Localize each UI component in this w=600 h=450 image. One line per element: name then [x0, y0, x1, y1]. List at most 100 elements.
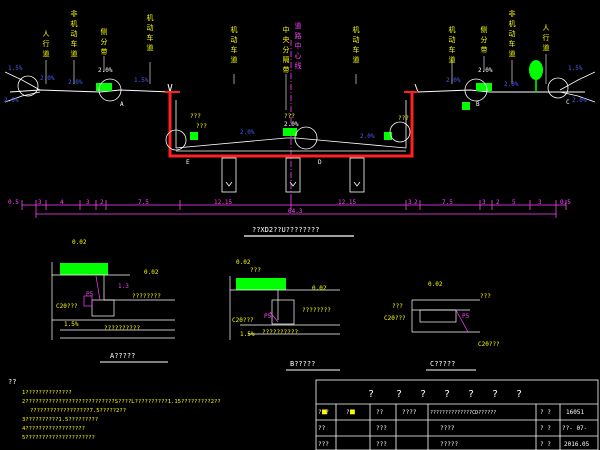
tb-r2c1: ??	[318, 425, 326, 432]
detail-a-dim-2: 0.02	[144, 269, 159, 276]
title-block: ? ? ? ? ? ? ? ??? ?? ?? ???? ???????????…	[315, 379, 599, 450]
top-label-left-carriage: 机动车道	[146, 13, 154, 54]
tb-r2c2: ???	[376, 425, 387, 432]
callout-e-label: E	[186, 159, 190, 166]
dim-seg-2: 3	[86, 199, 90, 206]
notes-line-5: 4??????????????????	[22, 426, 85, 432]
tb-r1c7: 16051	[566, 409, 584, 416]
tb-r3c1: ???	[318, 441, 329, 448]
callout-circle-d	[294, 126, 318, 150]
dim-seg-0: 3	[38, 199, 42, 206]
tb-r3c5: 2016.05	[564, 441, 590, 448]
detail-a-title: A?????	[110, 352, 135, 360]
detail-a-label-3: ??????????	[104, 325, 141, 332]
detail-b-label-3: ??????????	[262, 329, 299, 336]
detail-a-label-5: 1.3	[118, 283, 129, 290]
detail-a-label-6: P5	[86, 291, 94, 298]
tb-r1c5: ??????????????CD??????	[430, 410, 496, 416]
slope-right-carriage: 2.0%	[446, 77, 461, 84]
detail-b-label-6: P5	[264, 313, 272, 320]
top-label-right-lane: 机动车道	[352, 25, 360, 66]
dim-seg-4: 7.5	[138, 199, 149, 206]
notes-line-2: 2???????????????????????????S????L??????…	[22, 399, 221, 405]
median-grass	[96, 83, 492, 140]
bridge-deck-u-section	[168, 92, 414, 158]
top-label-left-sidewalk: 人行道	[42, 30, 50, 60]
tb-header-mark-5: ?	[468, 389, 474, 400]
detail-b-label-4: 1.5%	[240, 331, 255, 338]
tb-r3c2: ???	[376, 441, 387, 448]
dim-total: 64.3	[288, 208, 303, 215]
slope-left-green: 2.0%	[98, 67, 113, 74]
slope-right-green: 2.0%	[478, 67, 493, 74]
detail-c-title: C?????	[430, 360, 455, 368]
detail-a-label-2: ????????	[132, 293, 161, 300]
callout-circle-a	[98, 78, 122, 102]
slope-left-sidewalk: 2.0%	[40, 75, 55, 82]
tb-r3c3: ?????	[440, 441, 458, 448]
dim-seg-1: 4	[60, 199, 64, 206]
tb-header-mark-6: ?	[492, 389, 498, 400]
tb-header-mark-7: ?	[516, 389, 522, 400]
tb-header-mark-2: ?	[396, 389, 402, 400]
detail-b-label-5: ???	[250, 267, 261, 274]
slope-center-left: 2.0%	[240, 129, 255, 136]
callout-a-label: A	[120, 101, 124, 108]
svg-text:■: ■	[350, 407, 355, 416]
dim-seg-7: 3	[408, 199, 412, 206]
detail-c: 0.02 ??? ??? C20??? C20??? P5 C?????	[384, 281, 500, 371]
notes: ?? 1?????????????? 2????????????????????…	[8, 378, 221, 441]
notes-line-6: 5?????????????????????	[22, 435, 95, 441]
slope-left-bike: 2.0%	[68, 79, 83, 86]
dim-seg-12: 5	[512, 199, 516, 206]
dimension-row	[21, 200, 567, 218]
slope-center-top: 2.0%	[284, 121, 299, 128]
tb-r2c5: ??- 07-	[562, 425, 587, 432]
tb-r2c3: ????	[440, 425, 455, 432]
tb-r1c2: ??	[346, 409, 354, 416]
top-label-right-sidewalk: 人行道	[542, 24, 550, 54]
deck-tag-2: ???	[196, 123, 207, 130]
top-label-right-green: 侧分带	[480, 25, 488, 56]
callout-b-label: B	[476, 101, 480, 108]
slope-center-right: 2.0%	[360, 133, 375, 140]
dim-seg-5: 12.15	[214, 199, 232, 206]
detail-c-label-2: ???	[392, 303, 403, 310]
slope-right-bike: 2.0%	[504, 81, 519, 88]
detail-b-dim-2: 0.02	[312, 285, 327, 292]
tree-icon	[529, 60, 543, 92]
slope-left-bike-2: 1.5%	[134, 77, 149, 84]
deck-tag-1: ???	[190, 113, 201, 120]
notes-line-4: 3??????????1.5?????????	[22, 417, 98, 423]
detail-c-label-3: C20???	[384, 315, 406, 322]
top-label-left-bike: 非机动车道	[70, 9, 78, 60]
notes-line-1: 1??????????????	[22, 390, 72, 396]
callout-c-label: C	[566, 99, 570, 106]
center-tag-1: ???	[284, 113, 295, 120]
tb-r1c1: ???	[318, 409, 329, 416]
slope-right-outer-1: 1.5%	[568, 65, 583, 72]
callout-circle-b	[464, 78, 488, 102]
detail-b-dim-top: 0.02	[236, 259, 251, 266]
main-section-title: ??XD2??U????????	[252, 226, 319, 234]
top-label-centerline: 道路中心线	[294, 21, 302, 72]
tb-r3c4: ? ?	[540, 441, 551, 448]
notes-line-3: ??????????????????7.5?????2??	[30, 408, 126, 414]
notes-heading: ??	[8, 378, 16, 386]
slope-left-outer-2: 2.0%	[4, 97, 19, 104]
detail-c-label-5: P5	[462, 313, 470, 320]
dim-seg-8: 2	[414, 199, 418, 206]
svg-text:■: ■	[322, 407, 327, 416]
detail-a-label-4: 1.5%	[64, 321, 79, 328]
tb-header-mark-1: ?	[368, 389, 374, 400]
dim-left-end: 0.5	[8, 199, 19, 206]
tb-header-mark-4: ?	[444, 389, 450, 400]
tb-r1c4: ????	[402, 409, 417, 416]
tb-r1c3: ??	[376, 409, 384, 416]
dim-seg-6: 12.15	[338, 199, 356, 206]
detail-b: 0.02 0.02 C20??? ???????? ?????????? 1.5…	[229, 259, 340, 371]
dim-seg-10: 3	[482, 199, 486, 206]
center-tag-2: ???	[398, 115, 409, 122]
